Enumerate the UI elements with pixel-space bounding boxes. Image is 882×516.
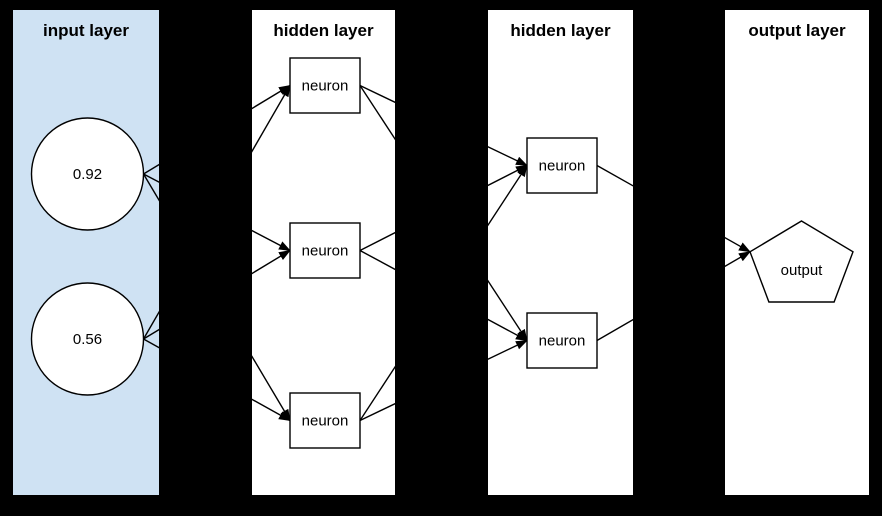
input-node-2 [30,282,145,396]
input-layer-panel [13,10,159,495]
connection-arrow [359,164,528,252]
input-node-1 [30,117,145,231]
input-node-1-label: 0.92 [73,166,102,183]
hidden2-neuron-1-label: neuron [539,158,586,175]
hidden1-neuron-1-label: neuron [302,78,349,95]
connection-arrow [359,85,528,342]
hidden1-neuron-1 [289,57,361,114]
connection-arrow [143,84,291,175]
connection-arrow [596,251,751,342]
hidden1-neuron-3-label: neuron [302,413,349,430]
connection-arrow [596,164,751,253]
hidden1-neuron-2-label: neuron [302,243,349,260]
connection-arrow [143,249,291,340]
hidden-layer-1-title: hidden layer [273,21,374,40]
hidden-layer-2-panel [488,10,633,495]
input-layer-title: input layer [43,21,129,40]
hidden-layer-2-title: hidden layer [510,21,611,40]
output-node-label: output [781,262,824,279]
output-node [749,220,854,303]
output-layer-title: output layer [748,21,846,40]
hidden1-neuron-2 [289,222,361,279]
connection-arrow [142,173,291,422]
hidden2-neuron-2-label: neuron [539,333,586,350]
hidden1-neuron-3 [289,392,361,449]
connection-arrow [142,84,291,340]
hidden2-neuron-2 [526,312,598,369]
hidden2-neuron-1 [526,137,598,194]
connection-arrow [359,339,528,422]
connection-arrow [359,249,528,342]
connection-arrow [359,84,528,167]
input-node-2-label: 0.56 [73,331,102,348]
connection-arrow [143,338,291,422]
connection-arrow [359,164,528,421]
connection-arrows [142,84,751,422]
